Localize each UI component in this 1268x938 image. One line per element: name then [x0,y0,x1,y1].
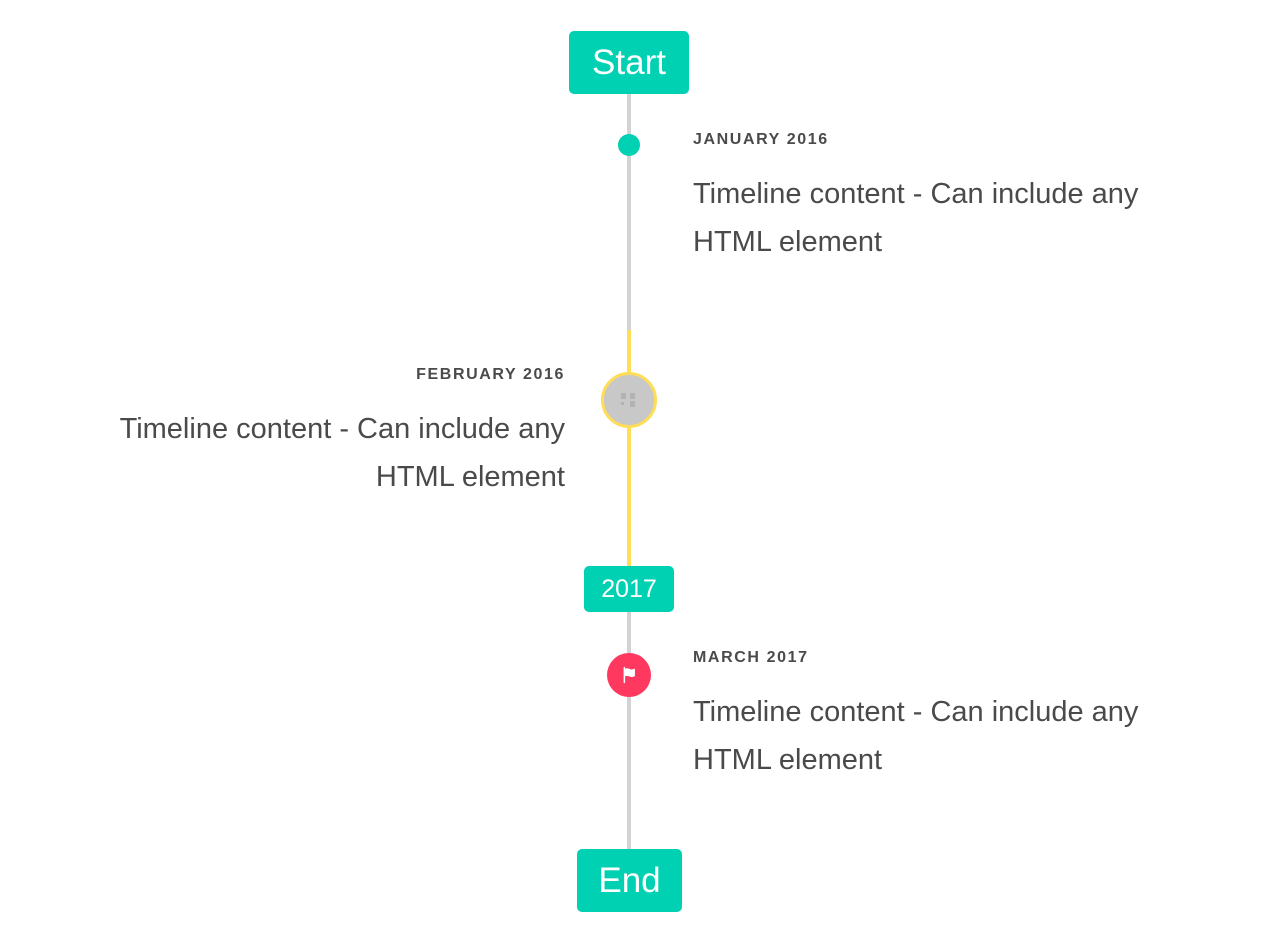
broken-image-icon [621,393,637,407]
timeline-entry-march: MARCH 2017 Timeline content - Can includ… [693,650,1223,784]
timeline-entry-body: Timeline content - Can include any HTML … [693,178,1139,259]
timeline-line-segment-bottom [627,612,631,854]
timeline-end-badge[interactable]: End [577,849,682,912]
timeline-year-divider-badge[interactable]: 2017 [584,566,674,612]
timeline-entry-body: Timeline content - Can include any HTML … [119,413,565,494]
timeline-marker-march[interactable] [607,653,651,697]
timeline-entry-heading: MARCH 2017 [693,649,809,666]
timeline-marker-february[interactable] [601,372,657,428]
flag-icon [623,666,635,684]
timeline-entry-february: FEBRUARY 2016 Timeline content - Can inc… [35,367,565,501]
timeline-marker-january[interactable] [618,134,640,156]
timeline-entry-body: Timeline content - Can include any HTML … [693,696,1139,777]
timeline-entry-heading: JANUARY 2016 [693,131,829,148]
timeline-line-segment-highlight [627,330,631,570]
timeline-entry-january: JANUARY 2016 Timeline content - Can incl… [693,132,1223,266]
timeline-entry-heading: FEBRUARY 2016 [416,366,565,383]
timeline-line-segment-top [627,94,631,366]
timeline-start-badge[interactable]: Start [569,31,689,94]
